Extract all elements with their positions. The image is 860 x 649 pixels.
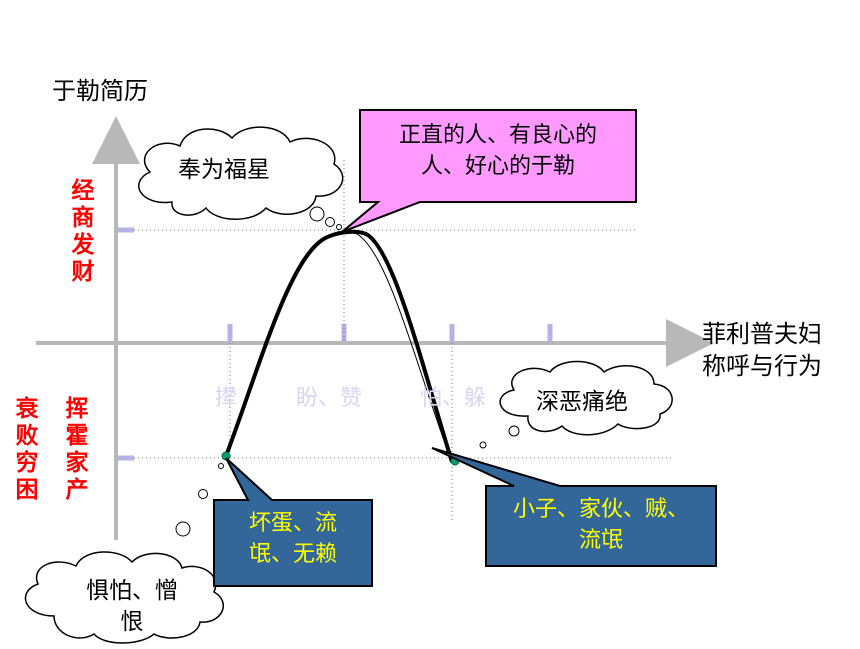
cloud-top-shape — [138, 126, 344, 230]
x-axis-title-line2: 称呼与行为 — [702, 352, 822, 380]
callout-right-text: 小子、家伙、贼、 流氓 — [488, 494, 714, 556]
cloud-right-shape — [479, 360, 673, 449]
y-axis-title: 于勒简历 — [52, 77, 148, 105]
cloud-right-text: 深恶痛绝 — [536, 389, 628, 415]
y-lower-label-2: 衰败穷困 — [12, 396, 42, 504]
faint-label-2: 盼、赞 — [296, 386, 363, 411]
callout-top-shape — [341, 109, 637, 233]
cloud-bottom-line1: 惧怕、憎 — [86, 578, 178, 604]
y-upper-label: 经商发财 — [68, 178, 98, 286]
vertical-char: 败 — [15, 423, 39, 449]
callout-right-shape — [431, 447, 717, 567]
callout-left-line2: 氓、无赖 — [248, 542, 337, 567]
vertical-char: 发 — [71, 232, 95, 258]
vertical-char: 挥 — [65, 396, 89, 422]
vertical-char: 家 — [65, 450, 89, 476]
y-lower-label-1: 挥霍家产 — [62, 396, 92, 504]
callout-top-line2: 人、好心的于勒 — [420, 154, 575, 179]
cloud-bottom-line2: 恨 — [120, 609, 144, 635]
callout-left-shape — [213, 457, 373, 587]
vertical-char: 衰 — [15, 396, 39, 422]
cloud-top-text: 奉为福星 — [178, 157, 270, 183]
vertical-char: 经 — [71, 178, 95, 204]
vertical-char: 商 — [71, 205, 95, 231]
callout-left-text: 坏蛋、流 氓、无赖 — [216, 508, 370, 570]
callout-top-text: 正直的人、有良心的 人、好心的于勒 — [362, 120, 634, 182]
cloud-bottom-shape — [24, 463, 225, 644]
vertical-char: 霍 — [65, 423, 89, 449]
cloud-bottom-text: 惧怕、憎 恨 — [62, 576, 202, 638]
callout-right-line1: 小子、家伙、贼、 — [512, 497, 689, 522]
vertical-char: 财 — [71, 259, 95, 285]
faint-label-1: 撵 — [215, 386, 238, 411]
vertical-char: 困 — [15, 477, 39, 503]
x-axis-title-line1: 菲利普夫妇 — [702, 320, 822, 348]
faint-label-3: 怕、躲 — [420, 386, 487, 411]
fortune-curve — [224, 229, 454, 463]
callout-right-line2: 流氓 — [578, 528, 623, 553]
vertical-char: 穷 — [15, 450, 39, 476]
callout-left-line1: 坏蛋、流 — [248, 511, 337, 536]
vertical-char: 产 — [65, 477, 89, 503]
callout-top-line1: 正直的人、有良心的 — [398, 123, 597, 148]
